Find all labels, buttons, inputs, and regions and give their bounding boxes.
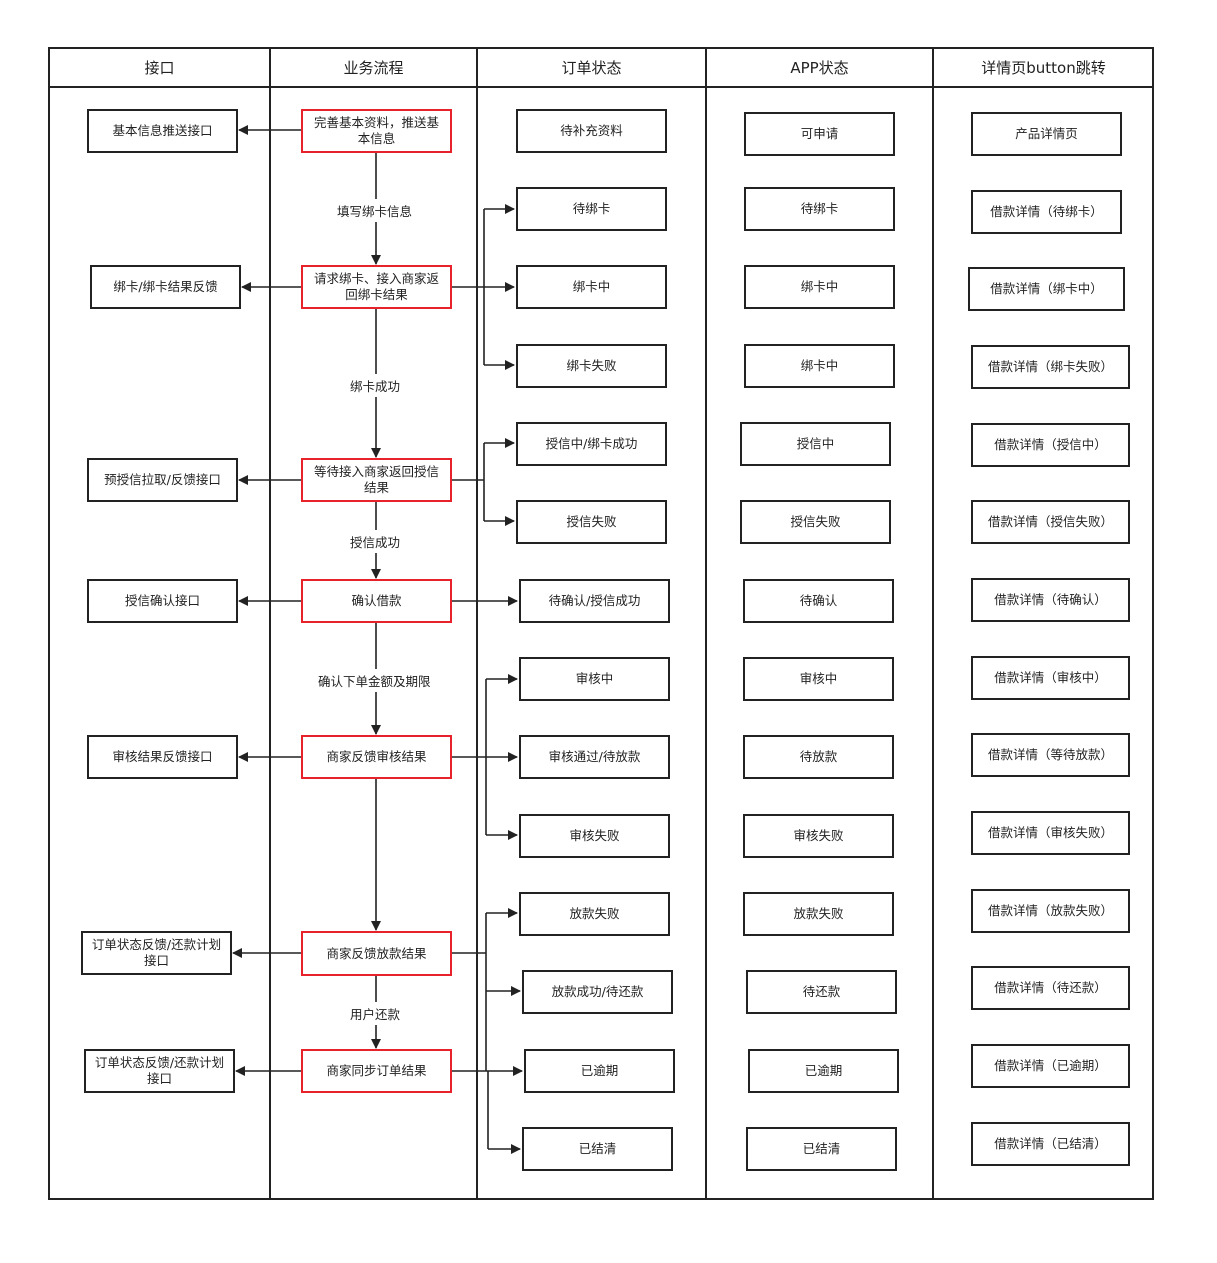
detail-page-box: 借款详情（已逾期） [971,1044,1130,1088]
detail-page-box: 借款详情（授信中） [971,423,1130,467]
app-status-box: 待绑卡 [744,187,895,231]
order-status-box: 待确认/授信成功 [519,579,670,623]
detail-page-box: 借款详情（放款失败） [971,889,1130,933]
api-box: 预授信拉取/反馈接口 [87,458,238,502]
flow-label: 绑卡成功 [348,374,403,397]
api-box: 绑卡/绑卡结果反馈 [90,265,241,309]
detail-page-box: 借款详情（绑卡失败） [971,345,1130,389]
detail-page-box: 借款详情（待还款） [971,966,1130,1010]
detail-page-box: 借款详情（待绑卡） [971,190,1122,234]
order-status-box: 已结清 [522,1127,673,1171]
order-status-box: 审核中 [519,657,670,701]
column-divider [476,47,478,1200]
app-status-box: 已逾期 [748,1049,899,1093]
app-status-box: 已结清 [746,1127,897,1171]
swimlane-table-frame [48,47,1154,1200]
flow-step-box: 商家同步订单结果 [301,1049,452,1093]
flow-step-box: 等待接入商家返回授信结果 [301,458,452,502]
api-box: 审核结果反馈接口 [87,735,238,779]
order-status-box: 绑卡失败 [516,344,667,388]
column-divider [932,47,934,1200]
detail-page-box: 借款详情（待确认） [971,578,1130,622]
order-status-box: 已逾期 [524,1049,675,1093]
detail-page-box: 借款详情（等待放款） [971,733,1130,777]
app-status-box: 审核中 [743,657,894,701]
api-box: 订单状态反馈/还款计划接口 [81,931,232,975]
flow-label: 填写绑卡信息 [335,199,415,222]
detail-page-box: 借款详情（已结清） [971,1122,1130,1166]
detail-page-box: 借款详情（授信失败） [971,500,1130,544]
app-status-box: 待确认 [743,579,894,623]
order-status-box: 审核通过/待放款 [519,735,670,779]
order-status-box: 放款成功/待还款 [522,970,673,1014]
order-status-box: 授信失败 [516,500,667,544]
detail-page-box: 产品详情页 [971,112,1122,156]
app-status-box: 待还款 [746,970,897,1014]
order-status-box: 审核失败 [519,814,670,858]
flow-step-box: 商家反馈放款结果 [301,931,452,976]
app-status-box: 待放款 [743,735,894,779]
flow-step-box: 请求绑卡、接入商家返回绑卡结果 [301,265,452,309]
flow-step-box: 确认借款 [301,579,452,623]
api-box: 基本信息推送接口 [87,109,238,153]
flow-step-box: 商家反馈审核结果 [301,735,452,779]
order-status-box: 授信中/绑卡成功 [516,422,667,466]
column-divider [269,47,271,1200]
detail-page-box: 借款详情（审核失败） [971,811,1130,855]
app-status-box: 授信失败 [740,500,891,544]
app-status-box: 审核失败 [743,814,894,858]
app-status-box: 绑卡中 [744,344,895,388]
header-flow: 业务流程 [343,59,404,77]
header-app-status: APP状态 [790,59,849,77]
header-order-status: 订单状态 [561,59,622,77]
flow-label: 用户还款 [348,1002,403,1025]
column-divider [705,47,707,1200]
detail-page-box: 借款详情（绑卡中） [968,267,1125,311]
order-status-box: 绑卡中 [516,265,667,309]
order-status-box: 待绑卡 [516,187,667,231]
header-api: 接口 [144,59,175,77]
detail-page-box: 借款详情（审核中） [971,656,1130,700]
flow-label: 授信成功 [348,530,403,553]
header-divider [48,86,1154,88]
app-status-box: 绑卡中 [744,265,895,309]
flow-label: 确认下单金额及期限 [316,669,433,692]
app-status-box: 放款失败 [743,892,894,936]
order-status-box: 待补充资料 [516,109,667,153]
app-status-box: 可申请 [744,112,895,156]
order-status-box: 放款失败 [519,892,670,936]
api-box: 授信确认接口 [87,579,238,623]
header-detail-jump: 详情页button跳转 [981,59,1106,77]
flow-step-box: 完善基本资料，推送基本信息 [301,109,452,153]
app-status-box: 授信中 [740,422,891,466]
api-box: 订单状态反馈/还款计划接口 [84,1049,235,1093]
